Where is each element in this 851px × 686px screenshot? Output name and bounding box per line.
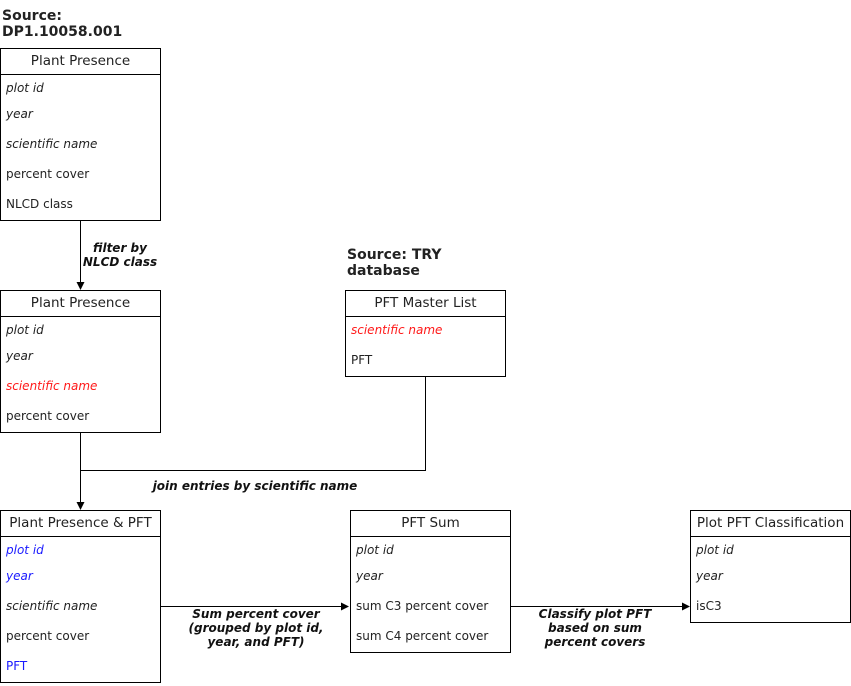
field-year: year (6, 107, 33, 121)
plant-presence-table-2[interactable]: Plant Presence plot id year scientific n… (0, 290, 161, 433)
table-title: PFT Sum (351, 511, 510, 537)
source-neon-line-1: Source: (2, 8, 62, 24)
source-neon-label: Source: DP1.10058.001 (2, 8, 122, 40)
table-title: Plant Presence (1, 291, 160, 317)
edge-label-join: join entries by scientific name (140, 479, 370, 493)
field-year: year (356, 569, 383, 583)
edge-label-line: join entries by scientific name (152, 479, 358, 493)
edge-pft-master-join (80, 377, 426, 471)
edge-label-line: based on sum (548, 621, 642, 635)
edge-label-line: Sum percent cover (192, 607, 320, 621)
field-pft: PFT (351, 353, 373, 367)
edge-label-line: Classify plot PFT (538, 607, 652, 621)
field-plot-id: plot id (6, 543, 44, 557)
edge-label-sum: Sum percent cover (grouped by plot id, y… (176, 607, 336, 649)
field-pft: PFT (6, 659, 28, 673)
table-title: Plot PFT Classification (691, 511, 850, 537)
source-try-line-2: database (347, 263, 420, 279)
edge-label-classify: Classify plot PFT based on sum percent c… (525, 607, 665, 649)
field-year: year (6, 349, 33, 363)
field-percent-cover: percent cover (6, 629, 90, 643)
edge-label-line: year, and PFT) (207, 635, 305, 649)
field-plot-id: plot id (696, 543, 734, 557)
field-sum-c4: sum C4 percent cover (356, 629, 489, 643)
field-sum-c3: sum C3 percent cover (356, 599, 489, 613)
field-plot-id: plot id (6, 323, 44, 337)
edge-label-filter: filter by NLCD class (78, 241, 162, 269)
field-plot-id: plot id (6, 81, 44, 95)
field-year: year (6, 569, 33, 583)
field-nlcd-class: NLCD class (6, 197, 73, 211)
field-scientific-name: scientific name (6, 137, 98, 151)
field-scientific-name: scientific name (6, 379, 98, 393)
table-title: PFT Master List (346, 291, 505, 317)
field-year: year (696, 569, 723, 583)
edge-label-line: NLCD class (82, 255, 158, 269)
field-scientific-name: scientific name (6, 599, 98, 613)
field-percent-cover: percent cover (6, 167, 90, 181)
source-try-line-1: Source: TRY (347, 247, 442, 263)
plant-presence-pft-table[interactable]: Plant Presence & PFT plot id year scient… (0, 510, 161, 683)
table-title: Plant Presence & PFT (1, 511, 160, 537)
pft-sum-table[interactable]: PFT Sum plot id year sum C3 percent cove… (350, 510, 511, 653)
field-percent-cover: percent cover (6, 409, 90, 423)
table-title: Plant Presence (1, 49, 160, 75)
pft-master-list-table[interactable]: PFT Master List scientific name PFT (345, 290, 506, 377)
plant-presence-table-1[interactable]: Plant Presence plot id year scientific n… (0, 48, 161, 221)
edge-label-line: percent covers (544, 635, 646, 649)
edge-label-line: filter by (93, 241, 147, 255)
plot-pft-classification-table[interactable]: Plot PFT Classification plot id year isC… (690, 510, 851, 623)
source-try-label: Source: TRY database (347, 247, 442, 279)
field-scientific-name: scientific name (351, 323, 443, 337)
field-plot-id: plot id (356, 543, 394, 557)
edge-label-line: (grouped by plot id, (188, 621, 324, 635)
source-neon-line-2: DP1.10058.001 (2, 24, 123, 40)
field-isc3: isC3 (696, 599, 722, 613)
